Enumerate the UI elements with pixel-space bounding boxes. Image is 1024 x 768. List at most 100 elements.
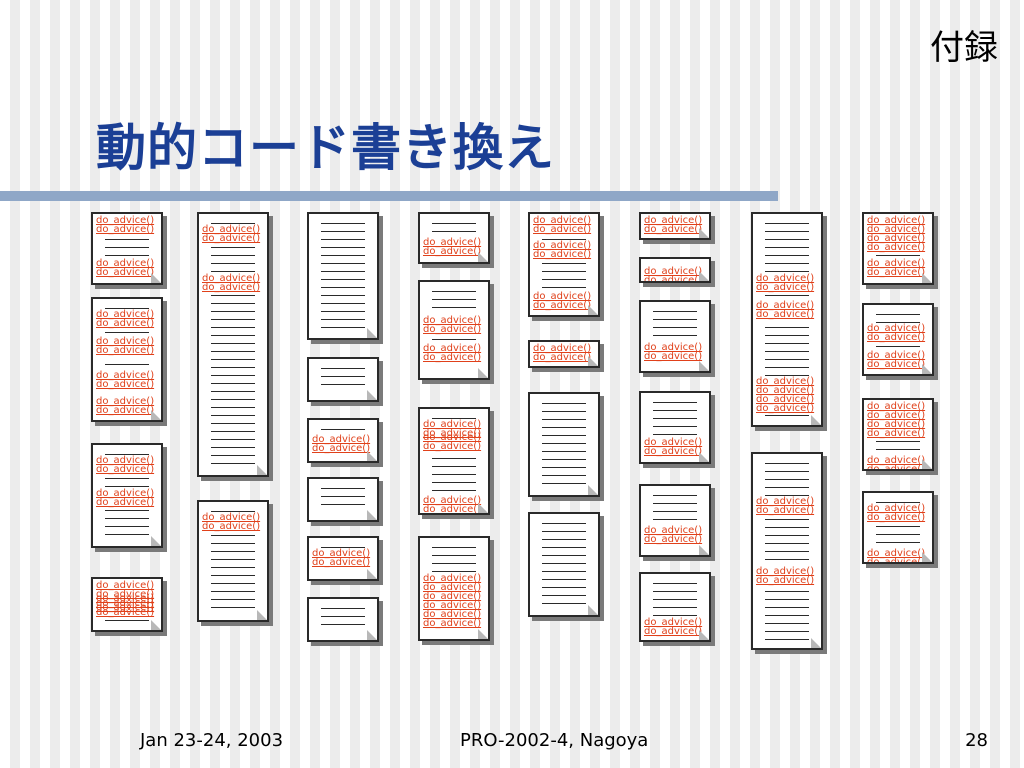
code-line [211, 255, 255, 256]
advice-call-label: do_advice() [644, 342, 703, 353]
code-line [321, 287, 365, 288]
code-line [876, 314, 920, 315]
code-line [542, 531, 586, 532]
code-line [211, 271, 255, 272]
code-line [432, 474, 476, 475]
advice-call-label: do_advice() [867, 455, 926, 466]
code-line [765, 543, 809, 544]
code-line [211, 591, 255, 592]
code-line [432, 299, 476, 300]
code-line [653, 402, 697, 403]
code-document: do_advice()do_advice()do_advice()do_advi… [751, 212, 823, 427]
advice-call-label: do_advice() [644, 534, 703, 545]
code-line [876, 534, 920, 535]
code-document [528, 512, 600, 617]
code-line [105, 255, 149, 256]
advice-call-label: do_advice() [867, 428, 926, 439]
advice-call-label: do_advice() [867, 464, 926, 471]
code-line [321, 223, 365, 224]
code-line [653, 615, 697, 616]
code-line [211, 535, 255, 536]
code-line [765, 551, 809, 552]
code-line [542, 271, 586, 272]
code-line [211, 455, 255, 456]
code-line [211, 247, 255, 248]
advice-call-label: do_advice() [644, 266, 703, 277]
code-line [542, 287, 586, 288]
code-line [542, 475, 586, 476]
advice-call-label: do_advice() [423, 441, 482, 452]
code-document [307, 357, 379, 402]
advice-call-label: do_advice() [867, 548, 926, 559]
code-line [211, 367, 255, 368]
code-document: do_advice()do_advice() [418, 212, 490, 264]
advice-call-label: do_advice() [756, 575, 815, 586]
advice-call-label: do_advice() [756, 394, 815, 405]
advice-call-label: do_advice() [867, 512, 926, 523]
code-line [211, 447, 255, 448]
code-document: do_advice()do_advice()do_advice()do_advi… [91, 577, 163, 632]
advice-call-label: do_advice() [202, 273, 261, 284]
advice-call-label: do_advice() [96, 267, 155, 278]
code-document: do_advice()do_advice()do_advice()do_advi… [91, 297, 163, 422]
advice-call-label: do_advice() [867, 359, 926, 370]
advice-call-label: do_advice() [756, 300, 815, 311]
advice-call-label: do_advice() [867, 503, 926, 514]
advice-call-label: do_advice() [423, 591, 482, 602]
advice-call-label: do_advice() [423, 573, 482, 584]
advice-call-label: do_advice() [867, 258, 926, 269]
code-line [105, 332, 149, 333]
code-line [542, 595, 586, 596]
code-line [321, 279, 365, 280]
code-line [432, 466, 476, 467]
code-line [653, 418, 697, 419]
code-line [105, 518, 149, 519]
code-line [765, 623, 809, 624]
code-line [321, 303, 365, 304]
code-line [211, 415, 255, 416]
code-line [211, 391, 255, 392]
code-document: do_advice()do_advice()do_advice()do_advi… [197, 212, 269, 477]
code-line [211, 311, 255, 312]
code-line [321, 496, 365, 497]
code-line [653, 591, 697, 592]
advice-call-label: do_advice() [867, 419, 926, 430]
code-line [653, 319, 697, 320]
code-line [321, 295, 365, 296]
code-line [211, 575, 255, 576]
advice-call-label: do_advice() [644, 351, 703, 362]
advice-call-label: do_advice() [202, 282, 261, 293]
code-document [307, 597, 379, 642]
advice-call-label: do_advice() [756, 273, 815, 284]
advice-call-label: do_advice() [96, 602, 155, 613]
code-line [321, 488, 365, 489]
code-line [653, 503, 697, 504]
code-document: do_advice()do_advice()do_advice()do_advi… [751, 452, 823, 650]
slide-title: 動的コード書き換え [96, 119, 555, 177]
advice-call-label: do_advice() [644, 215, 703, 226]
advice-call-label: do_advice() [96, 497, 155, 508]
code-line [765, 255, 809, 256]
code-line [432, 482, 476, 483]
advice-call-label: do_advice() [867, 332, 926, 343]
advice-call-label: do_advice() [96, 345, 155, 356]
advice-call-label: do_advice() [756, 566, 815, 577]
code-document: do_advice()do_advice() [307, 418, 379, 463]
advice-call-label: do_advice() [867, 233, 926, 244]
code-line [211, 511, 255, 512]
code-line [321, 263, 365, 264]
code-line [211, 543, 255, 544]
code-line [765, 367, 809, 368]
code-line [542, 419, 586, 420]
advice-call-label: do_advice() [756, 403, 815, 414]
code-line [542, 603, 586, 604]
code-line [211, 359, 255, 360]
code-line [432, 339, 476, 340]
code-line [542, 555, 586, 556]
code-line [765, 519, 809, 520]
code-line [432, 291, 476, 292]
advice-call-label: do_advice() [96, 464, 155, 475]
code-line [321, 429, 365, 430]
advice-call-label: do_advice() [202, 512, 261, 523]
